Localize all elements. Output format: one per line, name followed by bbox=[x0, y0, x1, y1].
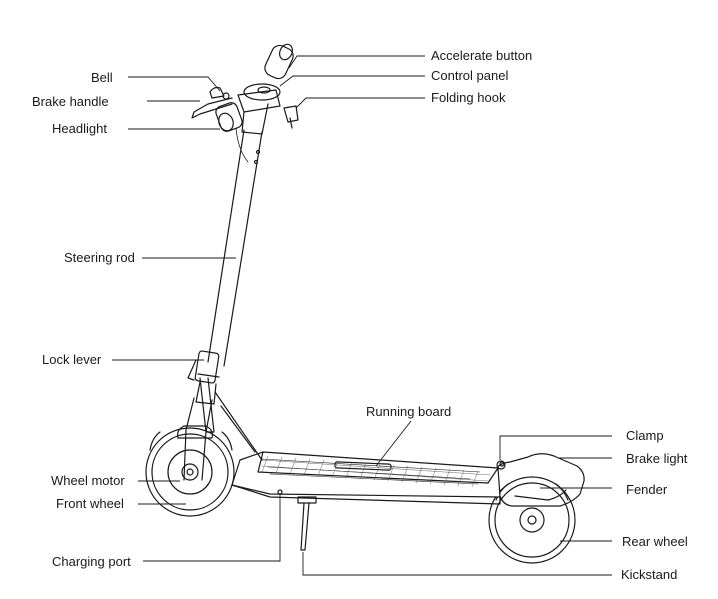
label-bell: Bell bbox=[91, 70, 113, 85]
label-rear-wheel: Rear wheel bbox=[622, 534, 688, 549]
leader-kickstand bbox=[302, 552, 612, 576]
label-folding-hook: Folding hook bbox=[431, 90, 506, 105]
rear-wheel bbox=[488, 476, 576, 564]
label-brake-handle: Brake handle bbox=[32, 94, 109, 109]
label-steering-rod: Steering rod bbox=[64, 250, 135, 265]
label-front-wheel: Front wheel bbox=[56, 496, 124, 511]
label-brake-light: Brake light bbox=[626, 451, 688, 466]
grip-texture bbox=[261, 455, 491, 488]
handlebar bbox=[191, 43, 299, 163]
leader-lines bbox=[112, 55, 612, 576]
fender bbox=[496, 453, 585, 507]
label-accelerate-button: Accelerate button bbox=[431, 48, 533, 63]
running-board bbox=[231, 451, 501, 505]
label-control-panel: Control panel bbox=[431, 68, 509, 83]
label-wheel-motor: Wheel motor bbox=[51, 473, 125, 488]
leader-accelerate-button bbox=[288, 55, 425, 69]
front-wheel bbox=[145, 427, 235, 517]
label-clamp: Clamp bbox=[626, 428, 664, 443]
leader-charging-port bbox=[143, 494, 281, 562]
leader-bell bbox=[128, 76, 221, 92]
leader-running-board bbox=[375, 420, 412, 467]
label-headlight: Headlight bbox=[52, 121, 107, 136]
label-kickstand: Kickstand bbox=[621, 567, 678, 582]
lock-lever bbox=[187, 350, 220, 405]
leader-clamp bbox=[499, 435, 612, 460]
label-lock-lever: Lock lever bbox=[42, 352, 102, 367]
clamp bbox=[499, 461, 505, 467]
label-charging-port: Charging port bbox=[52, 554, 131, 569]
kickstand bbox=[297, 496, 317, 551]
front-fork bbox=[177, 377, 263, 481]
leader-folding-hook bbox=[295, 97, 425, 109]
leader-control-panel bbox=[279, 75, 425, 87]
steering-rod bbox=[207, 129, 263, 367]
label-fender: Fender bbox=[626, 482, 668, 497]
label-running-board: Running board bbox=[366, 404, 452, 419]
